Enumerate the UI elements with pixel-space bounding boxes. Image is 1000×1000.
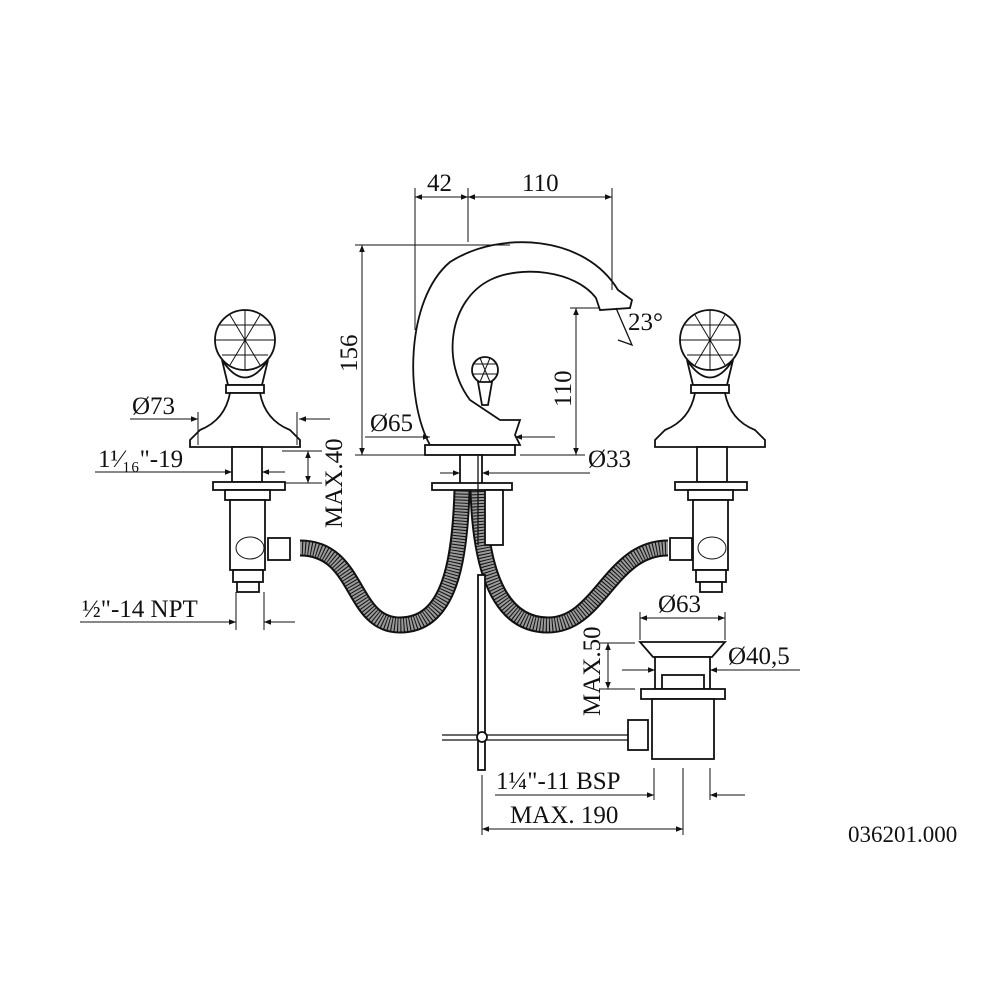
- pop-up-drain: [442, 574, 727, 771]
- dim-spout-shank-diameter: Ø33: [588, 446, 631, 473]
- dim-handle-thread: 1¹⁄₁₆"-19: [98, 446, 183, 473]
- dim-handle-base-diameter: Ø73: [132, 393, 175, 420]
- dim-drain-max-thickness: MAX.50: [579, 626, 606, 716]
- dim-drain-flange-diameter: Ø63: [658, 591, 701, 618]
- dim-inlet-thread: ½"-14 NPT: [82, 596, 198, 623]
- supply-hoses: [299, 489, 669, 634]
- dim-max-deck-thickness: MAX.40: [321, 438, 348, 528]
- dim-drain-body-diameter: Ø40,5: [728, 643, 790, 670]
- dim-spout-base-diameter: Ø65: [370, 410, 413, 437]
- right-handle-valve: [654, 309, 766, 593]
- spout: [412, 241, 634, 546]
- dim-spout-angle: 23°: [628, 309, 663, 336]
- dim-spout-height: 110: [550, 370, 577, 407]
- dim-drain-thread: 1¼"-11 BSP: [496, 768, 621, 795]
- dim-spout-reach: 110: [522, 170, 559, 197]
- dimension-lines: [80, 188, 800, 835]
- left-handle-valve: [189, 309, 301, 593]
- dim-spout-offset: 42: [427, 170, 452, 197]
- dim-drain-max-length: MAX. 190: [510, 802, 618, 829]
- dim-total-height: 156: [336, 335, 363, 373]
- part-number: 036201.000: [848, 822, 957, 847]
